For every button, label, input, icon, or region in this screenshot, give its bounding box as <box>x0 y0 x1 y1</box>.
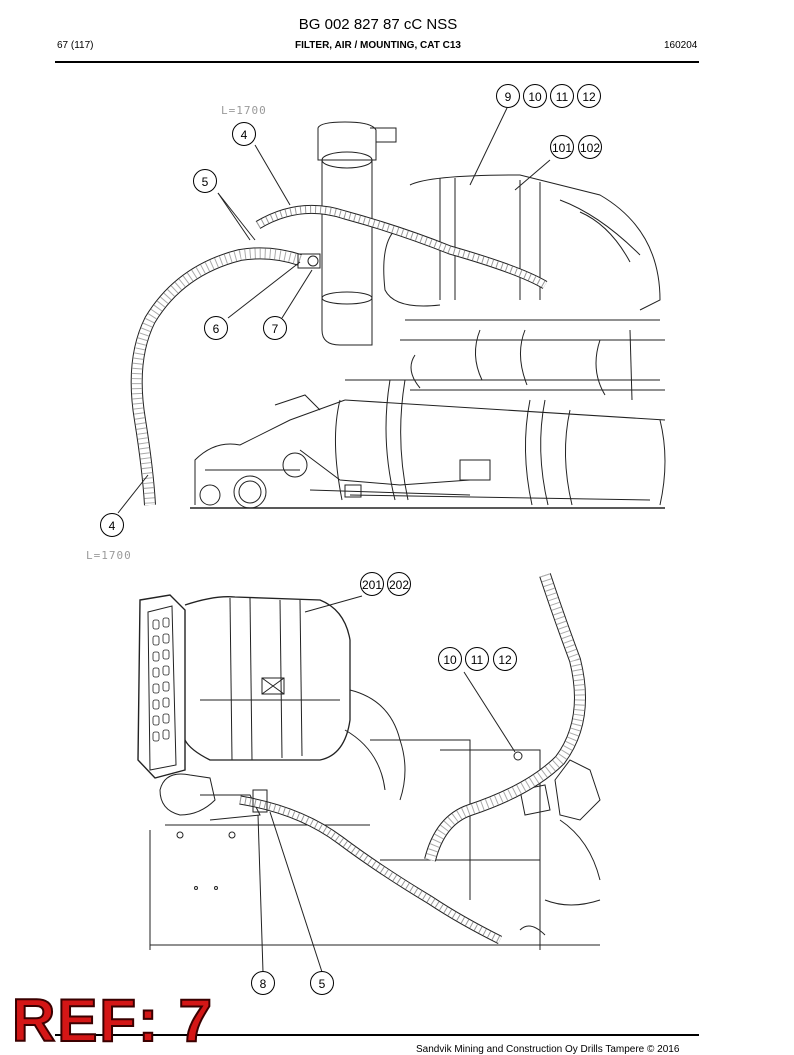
callout-11: 11 <box>550 84 574 108</box>
callout-102: 102 <box>578 135 602 159</box>
callout-12-bottom: 12 <box>493 647 517 671</box>
callout-11-bottom: 11 <box>465 647 489 671</box>
callout-12: 12 <box>577 84 601 108</box>
callout-9: 9 <box>496 84 520 108</box>
date-code: 160204 <box>664 40 698 51</box>
dimension-label-top: L=1700 <box>221 104 267 117</box>
footer-rule <box>55 1034 699 1036</box>
callout-202: 202 <box>387 572 411 596</box>
callout-201: 201 <box>360 572 384 596</box>
section-title: FILTER, AIR / MOUNTING, CAT C13 <box>295 40 461 51</box>
bottom-assembly-view <box>137 573 601 973</box>
top-assembly-view <box>117 107 666 514</box>
document-title: BG 002 827 87 cC NSS <box>298 16 458 33</box>
ref-stamp: REF: 7 <box>11 986 215 1055</box>
callout-4-top: 4 <box>232 122 256 146</box>
callout-5-top: 5 <box>193 169 217 193</box>
footer-copyright: Sandvik Mining and Construction Oy Drill… <box>416 1044 680 1055</box>
callout-7: 7 <box>263 316 287 340</box>
callout-5-bottom: 5 <box>310 971 334 995</box>
callout-4-lower: 4 <box>100 513 124 537</box>
callout-10-bottom: 10 <box>438 647 462 671</box>
callout-8: 8 <box>251 971 275 995</box>
callout-10: 10 <box>523 84 547 108</box>
callout-101: 101 <box>550 135 574 159</box>
dimension-label-bottom: L=1700 <box>86 549 132 562</box>
header-rule <box>55 61 699 63</box>
page-number: 67 (117) <box>57 40 94 51</box>
callout-6: 6 <box>204 316 228 340</box>
